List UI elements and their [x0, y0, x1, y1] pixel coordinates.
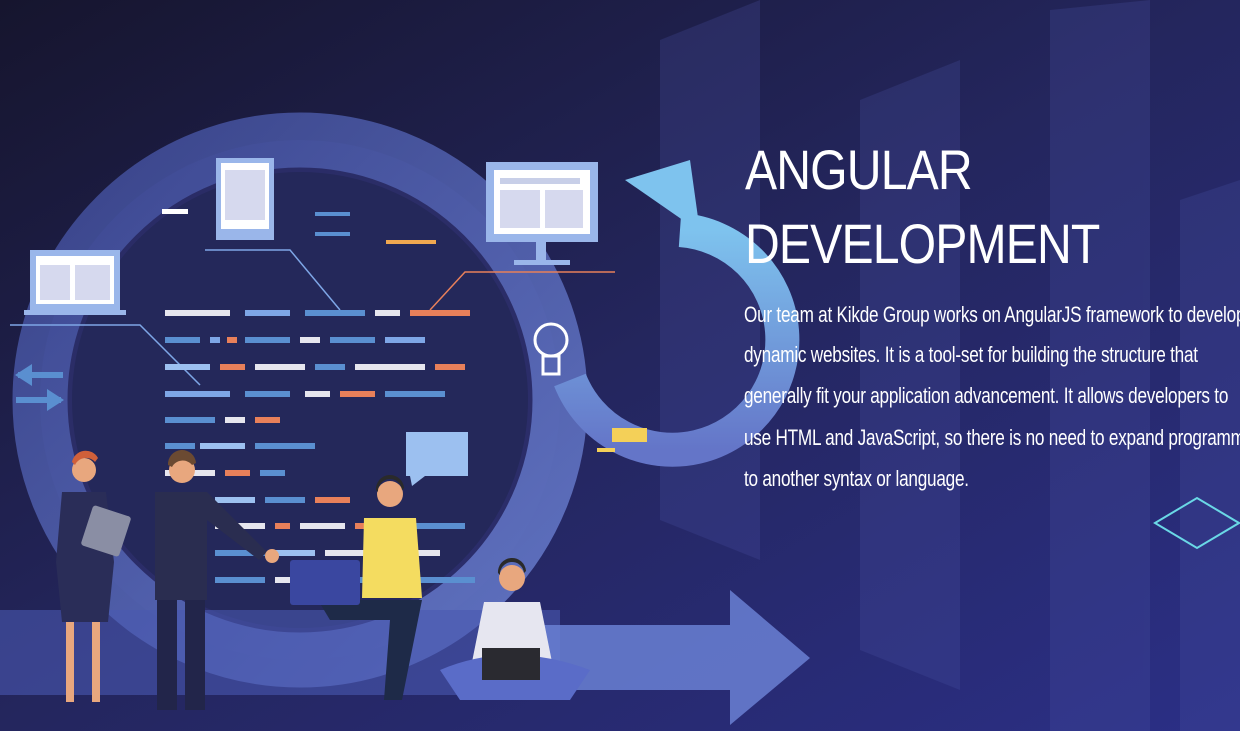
- description-line: generally fit your application advanceme…: [744, 383, 1229, 408]
- code-line-segment: [215, 550, 265, 556]
- diamond-outline: [1153, 496, 1240, 550]
- code-line-segment: [385, 523, 465, 529]
- code-line-segment: [385, 391, 445, 397]
- code-line-segment: [165, 417, 215, 423]
- page-title-line-1: ANGULAR: [745, 138, 973, 201]
- code-line-segment: [305, 310, 365, 316]
- code-line-segment: [275, 523, 290, 529]
- code-line-segment: [410, 310, 470, 316]
- code-line-segment: [315, 364, 345, 370]
- chat-bubble-icon: [406, 432, 468, 486]
- code-line-segment: [165, 391, 230, 397]
- code-line-segment: [165, 310, 230, 316]
- code-line-segment: [355, 364, 425, 370]
- big-arrow: [540, 590, 810, 725]
- laptop-icon: [24, 250, 126, 315]
- code-line-segment: [305, 391, 330, 397]
- code-line-segment: [255, 443, 315, 449]
- code-line-segment: [165, 443, 195, 449]
- description-line: use HTML and JavaScript, so there is no …: [744, 425, 1246, 450]
- person-man-laptop: [290, 474, 422, 700]
- code-line-segment: [330, 337, 375, 343]
- code-line-segment: [260, 470, 285, 476]
- person-woman-tablet: [56, 450, 131, 702]
- code-line-segment: [215, 497, 255, 503]
- code-line-segment: [165, 337, 200, 343]
- person-man-sitting: [440, 557, 590, 700]
- code-line-segment: [375, 310, 400, 316]
- code-line-segment: [325, 550, 365, 556]
- description-line: Our team at Kikde Group works on Angular…: [744, 302, 1246, 327]
- description-line: to another syntax or language.: [744, 466, 969, 491]
- code-line-segment: [275, 550, 315, 556]
- monitor-icon: [486, 162, 598, 265]
- description-line: dynamic websites. It is a tool-set for b…: [744, 342, 1198, 367]
- code-line-segment: [225, 470, 250, 476]
- code-line-segment: [200, 443, 245, 449]
- code-line-segment: [220, 364, 245, 370]
- code-line-segment: [385, 337, 425, 343]
- code-line-segment: [300, 337, 320, 343]
- code-line-segment: [215, 577, 265, 583]
- code-line-segment: [210, 337, 220, 343]
- code-line-segment: [300, 523, 345, 529]
- code-line-segment: [225, 417, 245, 423]
- code-line-segment: [245, 310, 290, 316]
- page-title-line-2: DEVELOPMENT: [745, 212, 1100, 275]
- code-line-segment: [265, 497, 305, 503]
- code-line-segment: [245, 391, 290, 397]
- lightbulb-icon: [533, 322, 569, 376]
- tablet-icon: [216, 158, 274, 240]
- code-line-segment: [315, 497, 350, 503]
- small-arrows-icon: [15, 212, 350, 411]
- code-line-segment: [165, 364, 210, 370]
- code-line-segment: [245, 337, 290, 343]
- code-line-segment: [340, 391, 375, 397]
- code-line-segment: [227, 337, 237, 343]
- code-line-segment: [435, 364, 465, 370]
- code-line-segment: [255, 364, 305, 370]
- person-man-standing: [155, 449, 279, 710]
- code-line-segment: [255, 417, 280, 423]
